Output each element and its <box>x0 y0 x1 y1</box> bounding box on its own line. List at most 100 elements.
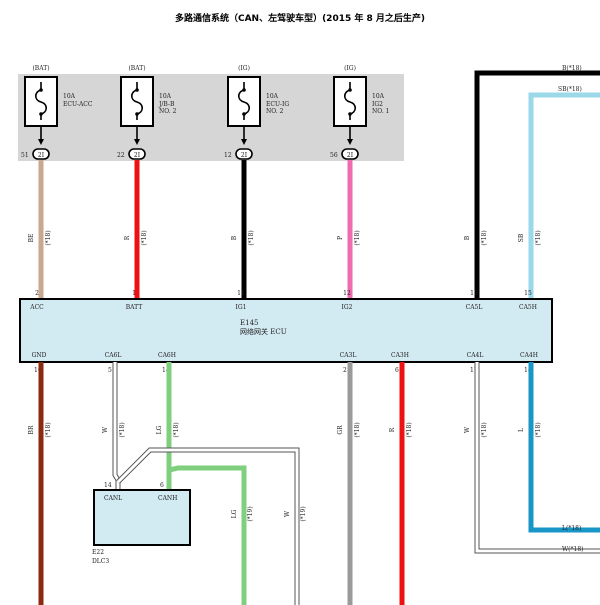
ecu-pin-label: BATT <box>126 304 143 311</box>
wire-gauge: (*18) <box>354 230 361 245</box>
wire-gauge: (*19) <box>247 506 254 521</box>
fuse-terminal-icon <box>242 112 246 116</box>
fuse-terminal-icon <box>135 88 139 92</box>
fuse-name: J/B-B <box>158 101 175 108</box>
ecu-pin-label: GND <box>32 352 47 359</box>
wire-l <box>528 362 600 533</box>
fuse-terminal-icon <box>135 112 139 116</box>
ecu-pin-number: 16 <box>470 290 478 297</box>
ecu-pin-group: 2ACC1BATT11IG112IG216CA5L15CA5HGND10CA6L… <box>29 290 538 374</box>
fuse-terminal-icon <box>348 112 352 116</box>
fuse-terminal-icon <box>348 88 352 92</box>
ecu-pin-number: 18 <box>524 367 532 374</box>
dlc3-canh-label: CANH <box>158 495 177 502</box>
wire-color-code: BE <box>28 234 35 243</box>
fuse-icon <box>34 82 48 120</box>
fuse-pin-number: 51 <box>21 152 29 159</box>
fuse-name: IG2 <box>372 101 383 108</box>
arrow-down-icon <box>241 139 247 145</box>
wire-gauge: (*18) <box>45 422 52 437</box>
fuse-terminal-icon <box>39 88 43 92</box>
wire-gauge: (*18) <box>141 230 148 245</box>
offpage-w-label: W(*18) <box>562 546 583 553</box>
fuse-rating: 10A <box>63 93 76 100</box>
fuse-pin-number: 22 <box>117 152 125 159</box>
arrow-down-icon <box>38 139 44 145</box>
page-title: 多路通信系统（CAN、左驾驶车型）(2015 年 8 月之后生产) <box>174 14 426 24</box>
ecu-pin-label: CA6H <box>158 352 176 359</box>
wire-sb <box>528 92 600 299</box>
connector-oval <box>128 148 146 160</box>
wire-color-code: B <box>231 235 238 240</box>
ecu-pin-label: CA3H <box>391 352 409 359</box>
wire-color-code: W <box>284 510 291 517</box>
dlc3-name: DLC3 <box>92 558 109 565</box>
fuse-name: NO. 2 <box>159 108 177 115</box>
ecu-pin-label: CA3L <box>340 352 357 359</box>
wire-w-outline <box>474 362 600 554</box>
wire-gauge: (*18) <box>535 422 542 437</box>
fuse-name: ECU-IG <box>266 101 289 108</box>
wire-gauge: (*18) <box>481 230 488 245</box>
wire-gauge: (*18) <box>45 230 52 245</box>
ecu-pin-number: 2 <box>35 290 39 297</box>
bottom-wire-group: BR(*18)W(*18)LG(*18)GR(*18)R(*18)W(*18)L… <box>28 362 600 605</box>
ecu-pin-number: 5 <box>108 367 112 374</box>
fuse-rating: 10A <box>266 93 279 100</box>
fuse-name: NO. 2 <box>266 108 284 115</box>
wire-color-code: R <box>389 427 396 432</box>
ecu-pin-number: 14 <box>162 367 170 374</box>
fuse-icon <box>237 82 251 120</box>
offpage-sb-label: SB(*18) <box>558 86 582 93</box>
connector-oval <box>32 148 50 160</box>
fuse-rating: 10A <box>159 93 172 100</box>
ecu-box <box>19 298 553 363</box>
connector-oval <box>341 148 359 160</box>
ecu-name: 网络网关 ECU <box>240 327 287 336</box>
wire-color-code: L <box>518 428 525 432</box>
wire-color-code: B <box>464 235 471 240</box>
fuse-name: ECU-ACC <box>63 101 93 108</box>
wire-w <box>113 362 120 490</box>
fuse-connector-code: 2I <box>134 152 141 159</box>
ecu-pin-label: IG1 <box>236 304 247 311</box>
wire-gauge: (*18) <box>248 230 255 245</box>
fuse-icon <box>130 82 144 120</box>
ecu-pin-number: 6 <box>395 367 399 374</box>
wire-color-code: W <box>102 426 109 433</box>
wire-color-code: BR <box>28 425 35 434</box>
wire-gauge: (*18) <box>406 422 413 437</box>
dlc3-canh-pin: 6 <box>160 482 164 489</box>
fuse-source-label: (IG) <box>344 65 356 72</box>
dlc3-canl-label: CANL <box>104 495 122 502</box>
ecu-pin-number: 1 <box>132 290 136 297</box>
fuse-terminal-icon <box>39 112 43 116</box>
wire-gauge: (*18) <box>354 422 361 437</box>
arrow-down-icon <box>134 139 140 145</box>
ecu-pin-label: CA4H <box>520 352 538 359</box>
wire-gauge: (*18) <box>173 422 180 437</box>
ecu-pin-number: 15 <box>524 290 532 297</box>
ecu-pin-label: ACC <box>29 304 44 311</box>
wire-b <box>474 70 600 299</box>
dlc3-code: E22 <box>92 549 104 556</box>
ecu-pin-label: CA4L <box>467 352 484 359</box>
ecu-pin-number: 12 <box>343 290 351 297</box>
ecu-pin-label: IG2 <box>342 304 353 311</box>
fuse-pin-number: 12 <box>224 152 232 159</box>
ecu-pin-number: 11 <box>237 290 245 297</box>
connector-oval <box>235 148 253 160</box>
dlc3-box <box>93 489 191 546</box>
wire-color-code: W <box>464 426 471 433</box>
ecu-pin-label: CA6L <box>105 352 122 359</box>
ecu-code: E145 <box>240 319 258 327</box>
fuse-source-label: (BAT) <box>128 65 145 72</box>
wire-color-code: LG <box>156 425 163 434</box>
wire-w <box>475 362 600 553</box>
fuse-connector-code: 2I <box>241 152 248 159</box>
fuse-name: NO. 1 <box>372 108 389 115</box>
ecu-pin-label: CA5H <box>519 304 537 311</box>
dlc3-canl-pin: 14 <box>104 482 112 489</box>
